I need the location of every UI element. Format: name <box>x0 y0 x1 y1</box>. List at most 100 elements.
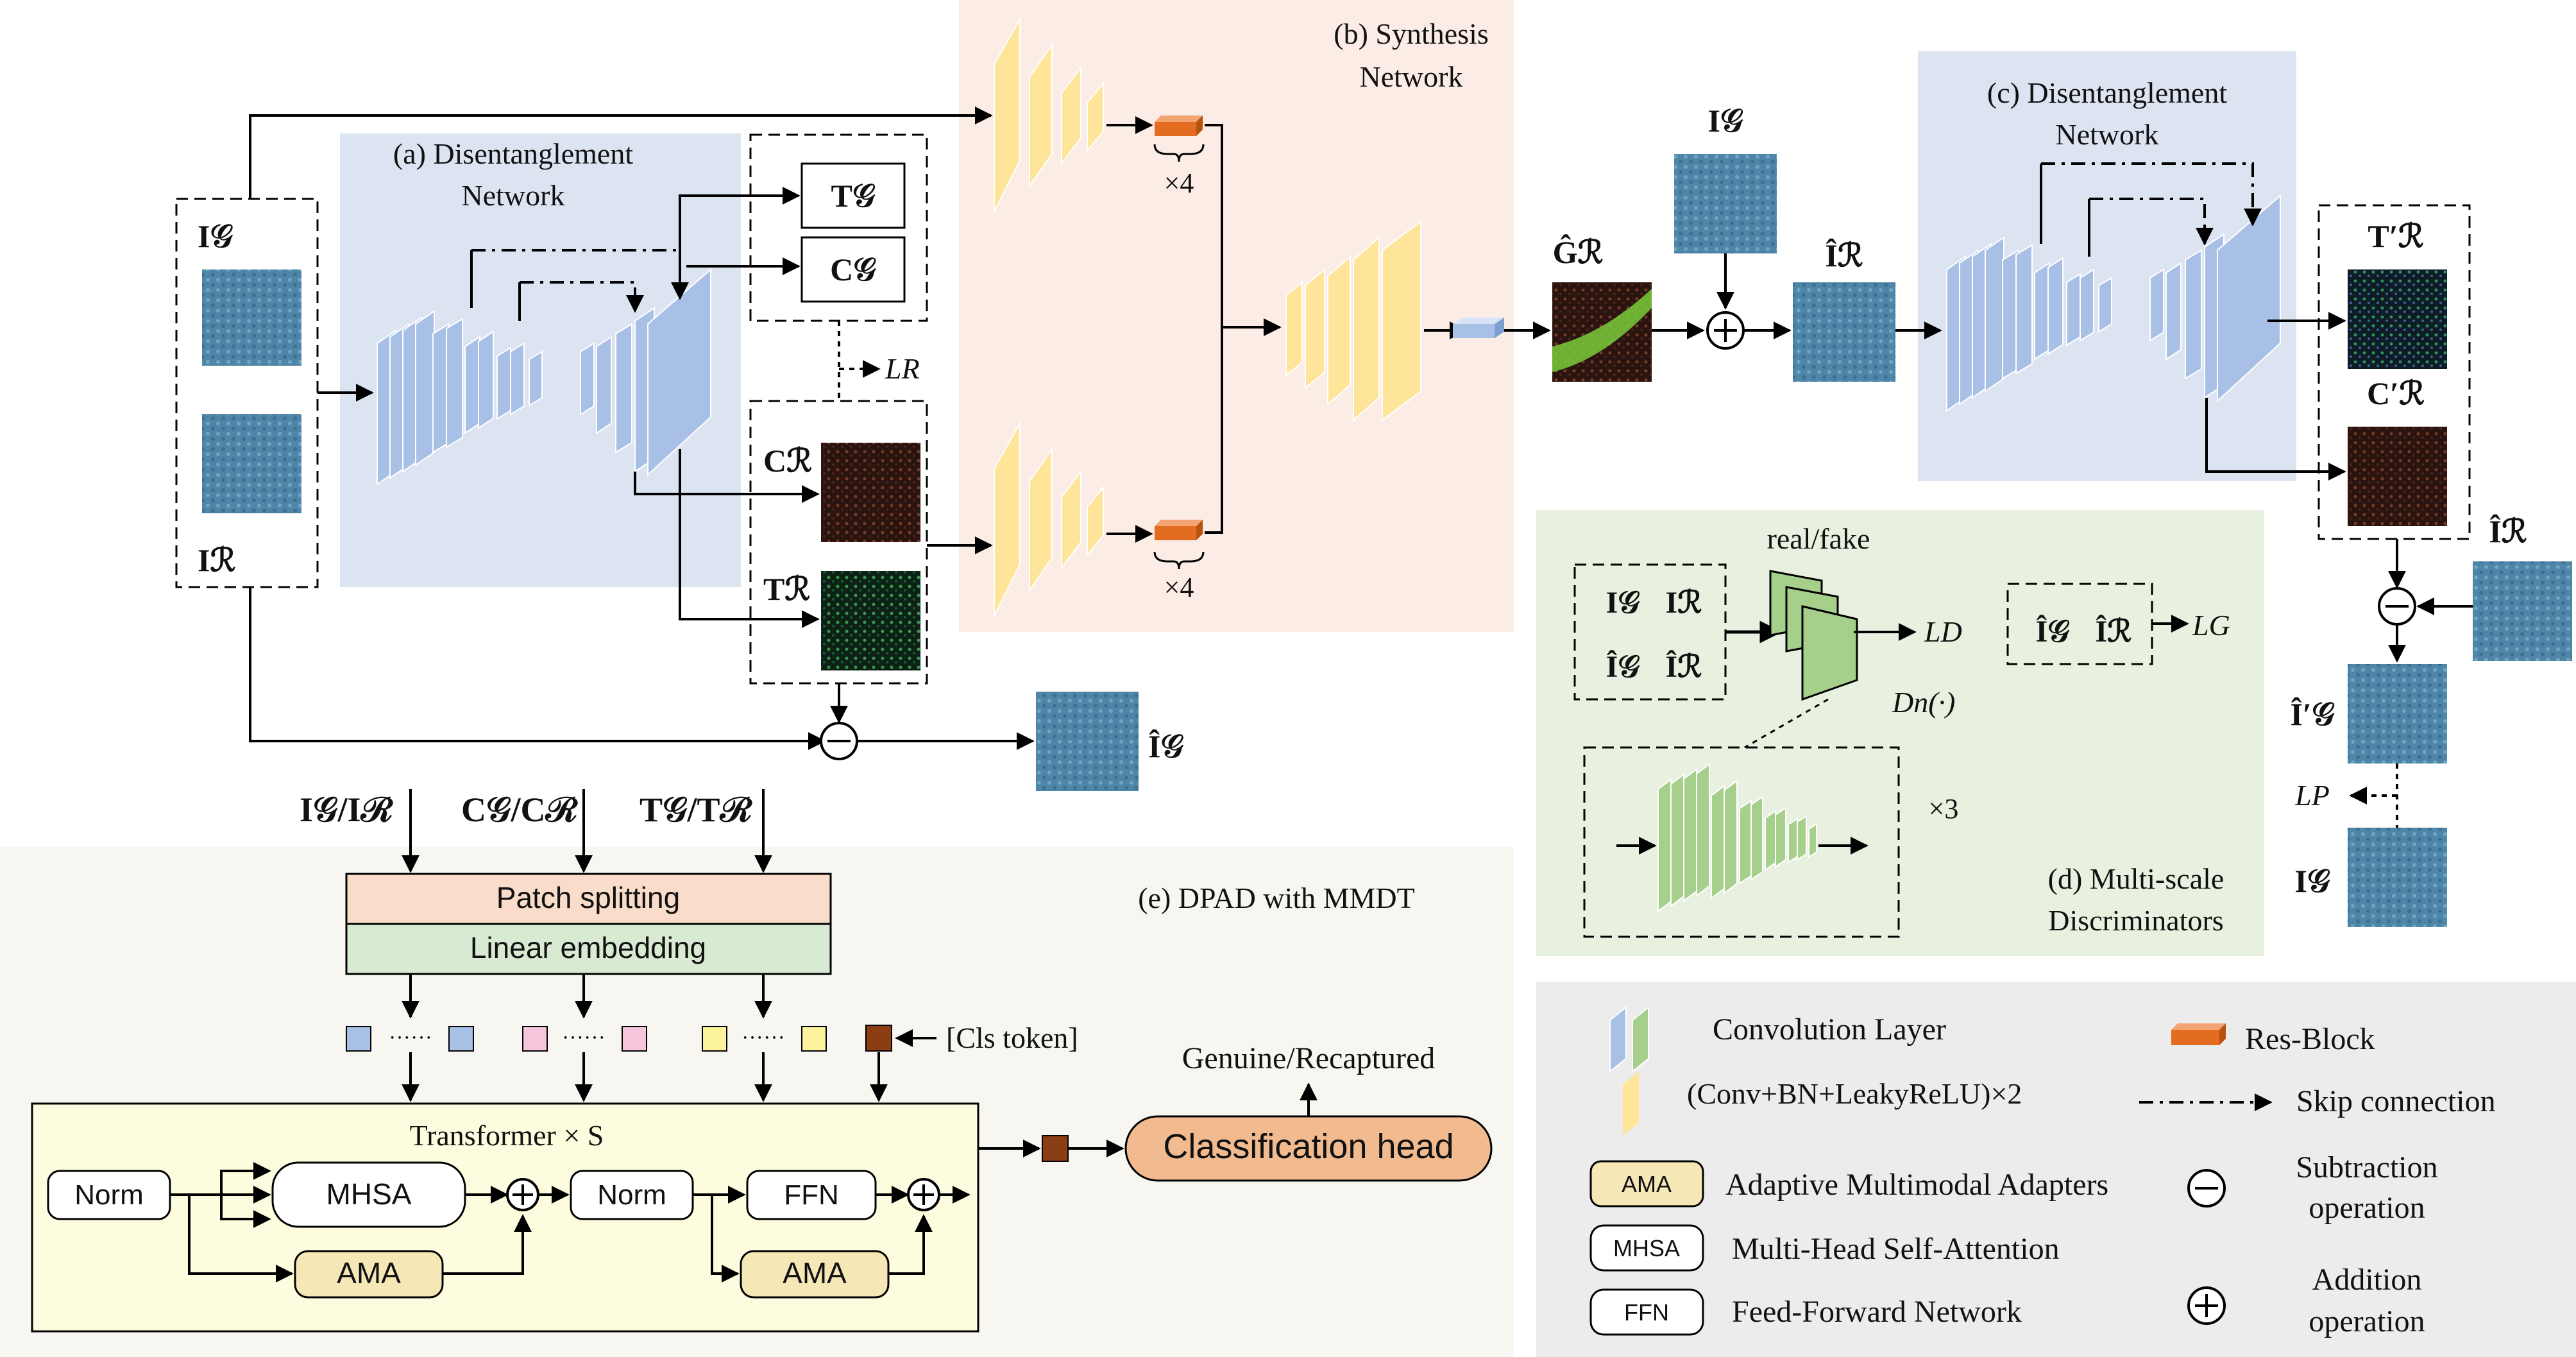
res-block-bottom <box>1155 520 1203 540</box>
ihat-r-image <box>1793 282 1895 382</box>
ihat-r-right-label: Îℛ <box>2489 513 2527 549</box>
panel-d-title-line2: Discriminators <box>2048 904 2223 937</box>
ihat-r-label: Îℛ <box>1825 237 1863 273</box>
gen-input-ihat-g: Î𝒢 <box>2036 614 2071 649</box>
linear-embedding-label: Linear embedding <box>470 931 706 964</box>
tg-label: T𝒢 <box>831 178 876 214</box>
cg-box <box>801 236 906 303</box>
arrow-to-tr <box>679 449 820 628</box>
token-pink-2 <box>622 1026 647 1052</box>
cr-prime-image <box>2348 427 2447 526</box>
mmdt-input-3: T𝒢/Tℛ <box>640 790 752 829</box>
ig-add-label: I𝒢 <box>1707 103 1743 139</box>
ffn-label: FFN <box>784 1179 839 1211</box>
legend-addition-label-2: operation <box>2309 1304 2425 1338</box>
arrow-ir-down <box>249 587 826 750</box>
input-ir-image <box>202 414 301 513</box>
iprime-hat-g-label: Î′𝒢 <box>2290 696 2335 732</box>
iprime-hat-g-image <box>2348 664 2447 764</box>
cls-token-label: [Cls token] <box>946 1021 1078 1054</box>
real-fake-label: real/fake <box>1767 522 1870 555</box>
legend-mhsa-label: Multi-Head Self-Attention <box>1732 1232 2060 1266</box>
synthesis-bottom-encoder <box>994 421 1104 617</box>
disc-input-ihat-r: Îℛ <box>1666 649 1702 684</box>
mmdt-input-2: C𝒢/Cℛ <box>461 790 578 829</box>
cr-image <box>821 443 920 542</box>
tr-prime-cr-prime-box <box>2318 204 2471 540</box>
ig-add-image <box>1674 154 1777 253</box>
mhsa-label: MHSA <box>326 1177 412 1211</box>
disc-input-ihat-g: Î𝒢 <box>1606 649 1641 684</box>
lg-label: LG <box>2192 609 2230 642</box>
token-blue-2 <box>448 1026 474 1052</box>
panel-a-skip-1 <box>471 249 689 300</box>
arrow-ig-to-synthesis <box>249 107 993 199</box>
res-block-top <box>1155 115 1203 136</box>
panel-c-skip-2 <box>2089 198 2214 246</box>
legend-res-block-icon <box>2171 1023 2226 1045</box>
legend-addition-icon <box>2187 1286 2226 1325</box>
panel-c-skip-1 <box>2041 162 2262 226</box>
legend-conv-bn-icon <box>1623 1071 1639 1136</box>
arrow-to-cr-prime <box>2205 398 2346 481</box>
ihat-g-image <box>1036 692 1139 791</box>
cls-output-token <box>1042 1135 1069 1162</box>
patch-splitting-box <box>345 873 832 925</box>
legend-ffn-abbr: FFN <box>1624 1299 1669 1326</box>
ama-2-label: AMA <box>783 1256 847 1290</box>
tr-image <box>821 571 920 670</box>
discriminator-stack <box>1769 570 1858 701</box>
disc-input-ir: Iℛ <box>1666 586 1702 620</box>
times3-label: ×3 <box>1929 793 1959 824</box>
disc-input-ig: I𝒢 <box>1606 586 1641 620</box>
token-yellow-1 <box>702 1026 727 1052</box>
input-ig-label: I𝒢 <box>198 218 233 254</box>
panel-a-title-line2: Network <box>462 179 565 212</box>
cg-label: C𝒢 <box>830 252 876 287</box>
legend-subtraction-label-2: operation <box>2309 1191 2425 1225</box>
legend-ama-abbr: AMA <box>1622 1171 1672 1197</box>
output-label: Genuine/Recaptured <box>1182 1041 1436 1075</box>
cr-label: Cℛ <box>763 443 812 479</box>
mmdt-input-1: I𝒢/Iℛ <box>300 790 393 829</box>
ld-label: LD <box>1924 615 1962 648</box>
subtraction-op-2 <box>2378 587 2416 626</box>
panel-a-skip-2 <box>520 281 644 313</box>
disc-detail-conv-stack <box>1657 763 1817 912</box>
input-ir-label: Iℛ <box>198 542 235 578</box>
legend-subtraction-label-1: Subtraction <box>2296 1150 2437 1184</box>
gen-input-ihat-r: Îℛ <box>2096 614 2132 649</box>
token-dots-3: ······ <box>741 1026 785 1050</box>
norm-1-label: Norm <box>74 1179 144 1211</box>
synthesis-output-block <box>1453 318 1504 338</box>
legend-skip-label: Skip connection <box>2296 1084 2496 1118</box>
lp-label: LP <box>2294 779 2330 812</box>
classification-head-label: Classification head <box>1163 1127 1453 1166</box>
tr-prime-label: T′ℛ <box>2368 218 2423 254</box>
cls-token <box>865 1025 892 1052</box>
token-yellow-2 <box>801 1026 827 1052</box>
times4-bottom: ×4 <box>1164 572 1194 603</box>
panel-b-title-line2: Network <box>1360 60 1463 93</box>
panel-c-title-line2: Network <box>2056 118 2159 151</box>
transformer-label: Transformer × S <box>410 1119 604 1152</box>
ig-right-label: I𝒢 <box>2294 863 2330 899</box>
ihat-g-label: Î𝒢 <box>1148 728 1183 764</box>
times4-top: ×4 <box>1164 167 1194 199</box>
ghat-r-stripe <box>1552 289 1652 372</box>
synthesis-top-encoder <box>994 17 1104 212</box>
tr-label: Tℛ <box>763 571 810 607</box>
ghat-r-label: Ĝℛ <box>1553 234 1604 270</box>
tg-box <box>801 162 906 229</box>
legend-mhsa-abbr: MHSA <box>1613 1235 1680 1261</box>
legend-mhsa-icon <box>1589 1224 1704 1272</box>
legend-subtraction-icon <box>2187 1169 2226 1208</box>
arrow-to-tg <box>679 187 801 298</box>
panel-d-title: (d) Multi-scale <box>2048 862 2224 895</box>
patch-splitting-label: Patch splitting <box>496 881 680 914</box>
input-group-box <box>175 198 319 588</box>
panel-c-conv-stack <box>1946 194 2281 412</box>
legend-ffn-label: Feed-Forward Network <box>1732 1295 2022 1329</box>
token-blue-1 <box>346 1026 371 1052</box>
